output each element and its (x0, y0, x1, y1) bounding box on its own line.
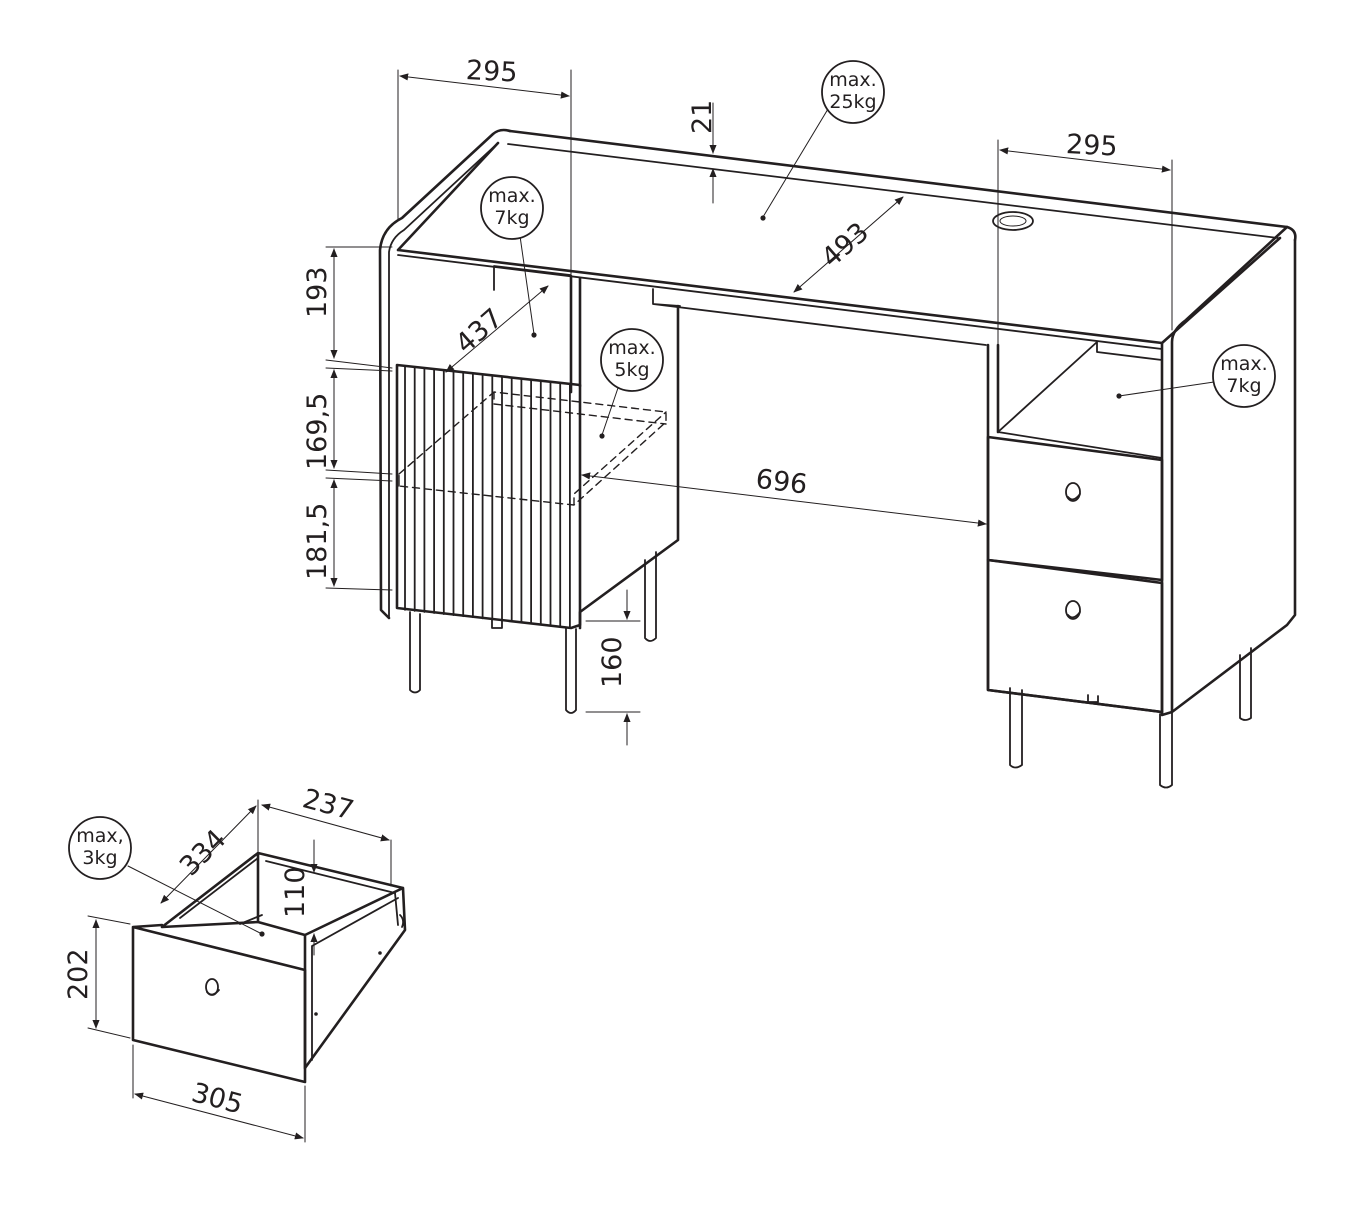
drawer-detail (131, 851, 407, 1084)
left-side-panel (378, 128, 512, 620)
load-bubble-left-shelf: max. 7kg (480, 176, 544, 240)
svg-text:7kg: 7kg (1226, 375, 1261, 397)
cable-grommet (992, 211, 1034, 231)
drawer-dimension-lines (87, 799, 392, 1143)
dim-shelf-depth: 437 (450, 303, 509, 360)
dim-drawer-inner-width: 237 (299, 783, 357, 826)
dim-left-bottom-height: 181,5 (302, 503, 333, 580)
right-upper-drawer (986, 435, 1164, 582)
left-cabinet (569, 274, 680, 630)
right-middle-leg (1159, 712, 1173, 789)
left-fluted-door (395, 363, 582, 630)
svg-text:7kg: 7kg (494, 207, 529, 229)
load-bubble-right-shelf: max. 7kg (1212, 344, 1276, 408)
hidden-shelf (398, 391, 667, 506)
svg-text:max.: max. (608, 337, 655, 359)
svg-text:max,: max, (76, 825, 123, 847)
right-upper-knob (1065, 482, 1081, 502)
drawer-front (131, 923, 307, 1084)
dim-leg-height: 160 (597, 636, 628, 688)
svg-text:3kg: 3kg (82, 847, 117, 869)
right-lower-knob (1065, 600, 1081, 620)
left-back-leg (644, 551, 657, 642)
right-cabinet (1160, 225, 1297, 717)
dim-top-right-width: 295 (1065, 129, 1118, 163)
right-lower-drawer (986, 558, 1164, 714)
drawer-knob (205, 978, 220, 996)
dim-left-shelf-height: 193 (302, 266, 333, 318)
left-front-leg (409, 611, 421, 694)
load-bubble-left-hidden-shelf: max. 5kg (600, 328, 664, 392)
right-back-leg (1239, 647, 1252, 721)
dim-knee-width: 696 (754, 464, 809, 501)
svg-text:25kg: 25kg (829, 91, 876, 113)
svg-text:max.: max. (488, 185, 535, 207)
right-front-leg (1009, 687, 1023, 769)
door-fluting (404, 365, 571, 629)
dim-drawer-inner-height: 110 (280, 866, 311, 918)
dim-drawer-front-width: 305 (188, 1077, 246, 1120)
svg-text:5kg: 5kg (614, 359, 649, 381)
dim-rim-height: 21 (687, 100, 718, 134)
left-middle-leg (565, 627, 577, 714)
dim-top-left-width: 295 (465, 55, 518, 89)
svg-text:max.: max. (829, 69, 876, 91)
desk-top-back-edge (508, 129, 1297, 242)
load-bubble-top: max. 25kg (821, 60, 885, 124)
dim-left-mid-height: 169,5 (302, 393, 333, 470)
drawer-box (160, 851, 407, 1070)
dim-drawer-depth: 334 (174, 824, 232, 882)
right-open-shelf (997, 341, 1163, 459)
load-bubble-drawer: max, 3kg (68, 816, 132, 880)
front-apron (652, 288, 987, 346)
desk-body (378, 128, 1297, 789)
svg-text:max.: max. (1220, 353, 1267, 375)
desk-dimension-lines (325, 69, 1215, 746)
dim-drawer-front-height: 202 (63, 948, 94, 1000)
